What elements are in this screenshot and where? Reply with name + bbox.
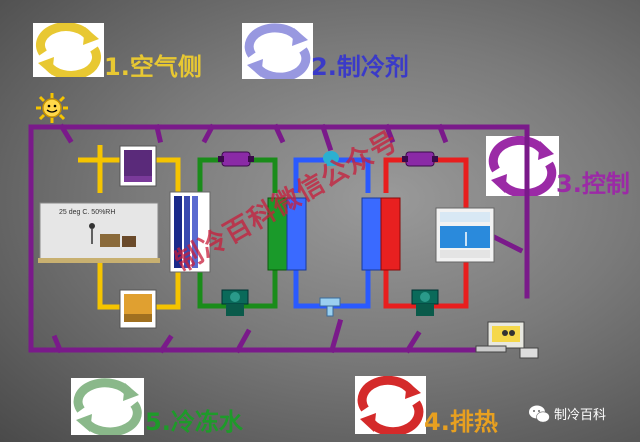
heat-rejection-label: 4.排热 bbox=[424, 408, 498, 436]
expansion-valve bbox=[319, 297, 341, 317]
conditioned-space bbox=[38, 202, 160, 263]
refrigerant-label: 2.制冷剂 bbox=[311, 53, 409, 81]
wechat-icon bbox=[529, 405, 550, 423]
return-fan-unit bbox=[119, 289, 157, 329]
room-condition-label: 25 deg C. 50%RH bbox=[56, 208, 118, 217]
evaporator bbox=[267, 197, 307, 271]
air-handling-coil bbox=[169, 191, 211, 273]
sun-icon bbox=[36, 93, 68, 123]
heat-rejection-cycle-icon bbox=[355, 375, 426, 437]
control-label: 3.控制 bbox=[556, 170, 630, 198]
cooling-tower bbox=[435, 207, 495, 263]
condenser-water-valve bbox=[402, 151, 438, 167]
control-wiring-frame bbox=[28, 123, 530, 354]
refrigerant-cycle-icon bbox=[242, 23, 313, 82]
air-side-label: 1.空气侧 bbox=[104, 53, 202, 81]
control-cycle-icon bbox=[486, 135, 559, 199]
chilled-water-valve bbox=[218, 151, 254, 167]
compressor bbox=[323, 151, 339, 166]
condenser bbox=[361, 197, 401, 271]
chilled-water-pump bbox=[221, 289, 249, 316]
chilled-water-label: 5.冷冻水 bbox=[145, 408, 243, 436]
controller-computer bbox=[475, 321, 539, 359]
brand-name: 制冷百科 bbox=[554, 408, 607, 423]
air-side-cycle-icon bbox=[33, 22, 104, 80]
supply-fan-unit bbox=[119, 145, 157, 187]
condenser-water-pump bbox=[411, 289, 439, 316]
room-condition-text: 25 deg C. 50%RH bbox=[59, 209, 116, 216]
chilled-water-cycle-icon bbox=[71, 378, 144, 437]
